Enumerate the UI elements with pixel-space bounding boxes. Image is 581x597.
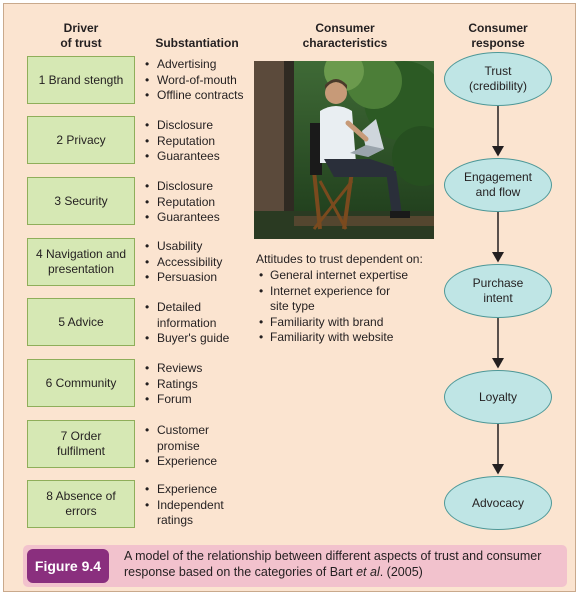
substantiation-item: Buyer's guide bbox=[144, 331, 229, 347]
attitude-item: Familiarity with brand bbox=[258, 315, 408, 331]
figure-label: Figure 9.4 bbox=[27, 549, 109, 583]
substantiation-list-3: Disclosure Reputation Guarantees bbox=[144, 179, 220, 226]
substantiation-list-6: Reviews Ratings Forum bbox=[144, 361, 202, 408]
header-consumer-characteristics: Consumer characteristics bbox=[302, 21, 388, 50]
substantiation-item: Disclosure bbox=[144, 118, 220, 134]
substantiation-item: Word-of-mouth bbox=[144, 73, 243, 89]
attitudes-heading: Attitudes to trust dependent on: bbox=[256, 252, 423, 266]
attitude-item: General internet expertise bbox=[258, 268, 408, 284]
substantiation-item: Reputation bbox=[144, 195, 220, 211]
substantiation-list-1: Advertising Word-of-mouth Offline contra… bbox=[144, 57, 243, 104]
attitude-item: Familiarity with website bbox=[258, 330, 408, 346]
response-purchase-intent: Purchase intent bbox=[444, 264, 552, 318]
driver-box-2: 2 Privacy bbox=[27, 116, 135, 164]
substantiation-list-5: Detailed information Buyer's guide bbox=[144, 300, 229, 347]
header-substantiation: Substantiation bbox=[155, 36, 239, 50]
substantiation-list-8: Experience Independent ratings bbox=[144, 482, 224, 529]
driver-box-8: 8 Absence of errors bbox=[27, 480, 135, 528]
header-driver-of-trust: Driver of trust bbox=[60, 21, 102, 50]
driver-box-7: 7 Order fulfilment bbox=[27, 420, 135, 468]
response-trust: Trust (credibility) bbox=[444, 52, 552, 106]
driver-box-1: 1 Brand stength bbox=[27, 56, 135, 104]
caption-bar bbox=[23, 545, 567, 587]
header-consumer-response: Consumer response bbox=[468, 21, 528, 50]
driver-box-3: 3 Security bbox=[27, 177, 135, 225]
substantiation-item: Independent ratings bbox=[144, 498, 224, 529]
substantiation-item: Accessibility bbox=[144, 255, 222, 271]
driver-box-4: 4 Navigation and presentation bbox=[27, 238, 135, 286]
substantiation-item: Reputation bbox=[144, 134, 220, 150]
response-engagement: Engagement and flow bbox=[444, 158, 552, 212]
substantiation-item: Experience bbox=[144, 482, 224, 498]
response-advocacy: Advocacy bbox=[444, 476, 552, 530]
substantiation-list-4: Usability Accessibility Persuasion bbox=[144, 239, 222, 286]
substantiation-item: Persuasion bbox=[144, 270, 222, 286]
response-loyalty: Loyalty bbox=[444, 370, 552, 424]
substantiation-item: Detailed information bbox=[144, 300, 229, 331]
substantiation-item: Advertising bbox=[144, 57, 243, 73]
substantiation-item: Offline contracts bbox=[144, 88, 243, 104]
substantiation-item: Guarantees bbox=[144, 149, 220, 165]
substantiation-item: Experience bbox=[144, 454, 217, 470]
consumer-photo bbox=[254, 61, 434, 239]
substantiation-list-2: Disclosure Reputation Guarantees bbox=[144, 118, 220, 165]
caption-text-start: A model of the relationship between diff… bbox=[124, 549, 542, 579]
driver-box-5: 5 Advice bbox=[27, 298, 135, 346]
caption-text-end: . (2005) bbox=[379, 565, 423, 579]
substantiation-item: Customer promise bbox=[144, 423, 217, 454]
substantiation-item: Ratings bbox=[144, 377, 202, 393]
attitude-item: Internet experience for site type bbox=[258, 284, 408, 315]
substantiation-item: Reviews bbox=[144, 361, 202, 377]
substantiation-item: Usability bbox=[144, 239, 222, 255]
driver-box-6: 6 Community bbox=[27, 359, 135, 407]
figure-caption: A model of the relationship between diff… bbox=[124, 548, 564, 580]
attitudes-list: General internet expertise Internet expe… bbox=[258, 268, 408, 346]
substantiation-item: Disclosure bbox=[144, 179, 220, 195]
substantiation-item: Guarantees bbox=[144, 210, 220, 226]
substantiation-list-7: Customer promise Experience bbox=[144, 423, 217, 470]
substantiation-item: Forum bbox=[144, 392, 202, 408]
caption-et-al: et al bbox=[356, 565, 380, 579]
